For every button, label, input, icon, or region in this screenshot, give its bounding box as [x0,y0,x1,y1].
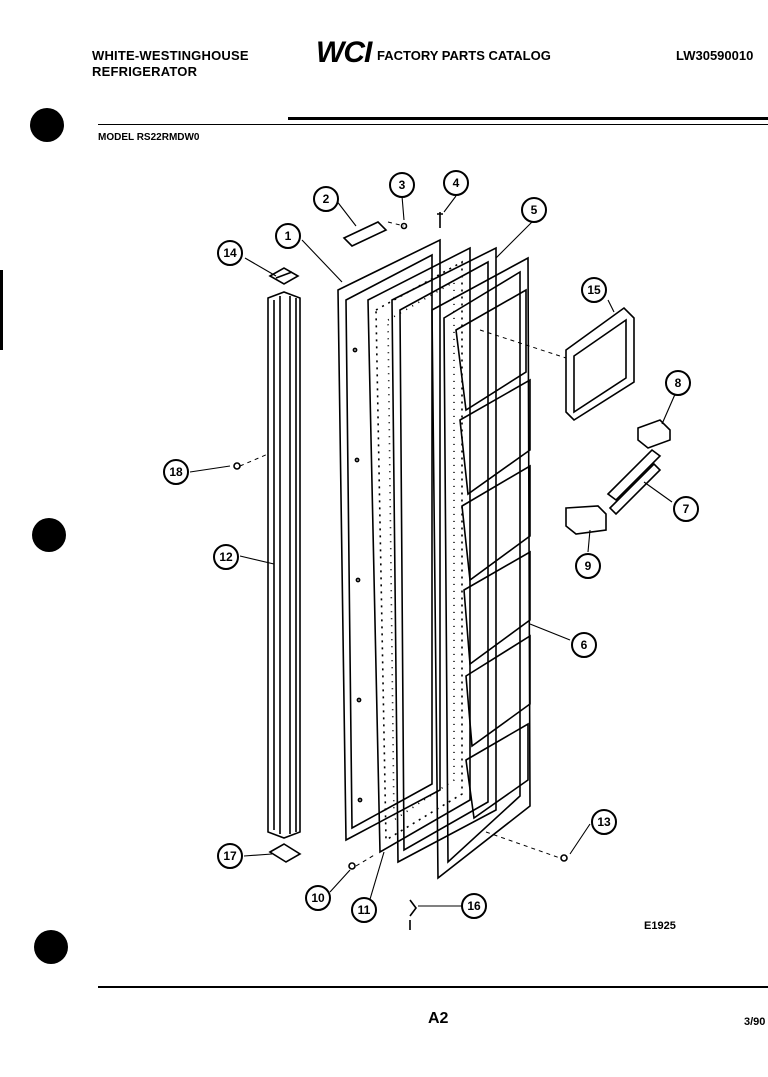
callout-circle [581,277,607,303]
header-rule-thin [98,124,768,125]
callout-number: 11 [358,903,371,917]
callout-circle [163,459,189,485]
part-8-bracket [637,419,671,449]
callout-2: 2 [313,186,339,212]
callout-17: 17 [217,843,243,869]
brand-block: WHITE-WESTINGHOUSE REFRIGERATOR [92,48,249,80]
callout-number: 1 [285,229,292,243]
header-rule-thick [288,117,768,120]
footer-rule [98,986,768,988]
callout-circle [575,553,601,579]
product-type: REFRIGERATOR [92,64,198,79]
part-17-bottom-clip [268,843,302,863]
part-6-door-liner [431,256,531,880]
callout-10: 10 [305,885,331,911]
callout-circle [673,496,699,522]
fasteners [348,212,568,930]
callout-18: 18 [163,459,189,485]
callout-3: 3 [389,172,415,198]
binder-hole-top [30,108,64,142]
callout-number: 2 [323,192,330,206]
callout-16: 16 [461,893,487,919]
callout-number: 7 [683,502,690,516]
callout-9: 9 [575,553,601,579]
callout-number: 6 [581,638,588,652]
binder-hole-middle [32,518,66,552]
callout-circle [665,370,691,396]
callout-14: 14 [217,240,243,266]
document-number: LW30590010 [676,48,754,63]
figure-code: E1925 [644,920,676,932]
part-1-door-panel [337,238,441,842]
brand-name: WHITE-WESTINGHOUSE [92,48,249,63]
callout-circle [217,843,243,869]
leader-lines [189,195,677,907]
callout-1: 1 [275,223,301,249]
callout-number: 16 [467,899,481,913]
callout-number: 4 [453,176,460,190]
callout-6: 6 [571,632,597,658]
part-14-top-clip [268,267,300,285]
callout-7: 7 [673,496,699,522]
callout-number: 9 [585,559,592,573]
part-7-shelf-rail [606,448,662,516]
callout-5: 5 [521,197,547,223]
callout-circle [213,544,239,570]
part-9-bracket [565,505,607,535]
callout-circle [217,240,243,266]
callout-number: 18 [169,465,183,479]
callout-number: 13 [597,815,611,829]
wci-logo: WCI [316,36,372,69]
model-number: MODEL RS22RMDW0 [98,132,200,143]
callout-circle [351,897,377,923]
part-18-screw [233,462,241,470]
callout-13: 13 [591,809,617,835]
callout-number: 15 [587,283,601,297]
callout-8: 8 [665,370,691,396]
callout-circle [571,632,597,658]
callout-number: 14 [223,246,237,260]
scan-edge-mark [0,270,3,350]
callout-4: 4 [443,170,469,196]
callout-circle [591,809,617,835]
revision-date: 3/90 [744,1016,766,1028]
callout-12: 12 [213,544,239,570]
callout-number: 5 [531,203,538,217]
callout-number: 8 [675,376,682,390]
callout-circle [275,223,301,249]
part-5-gasket [391,246,497,864]
binder-hole-bottom [34,930,68,964]
callout-11: 11 [351,897,377,923]
callout-circle [305,885,331,911]
callout-15: 15 [581,277,607,303]
callout-number: 12 [219,550,233,564]
part-11-insulation-panel [367,246,471,854]
assembly-dash-lines [239,221,567,867]
callout-number: 3 [399,178,406,192]
catalog-title: FACTORY PARTS CATALOG [377,48,551,63]
part-2-handle-cap [342,221,388,247]
callout-circle [313,186,339,212]
callout-circle [521,197,547,223]
callout-number: 10 [311,891,325,905]
callout-circle [389,172,415,198]
callout-circle [443,170,469,196]
part-12-trim-strip [267,291,301,839]
callout-circle [461,893,487,919]
page-number: A2 [428,1010,449,1027]
part-15-shelf-frame [565,306,635,422]
callout-number: 17 [223,849,237,863]
